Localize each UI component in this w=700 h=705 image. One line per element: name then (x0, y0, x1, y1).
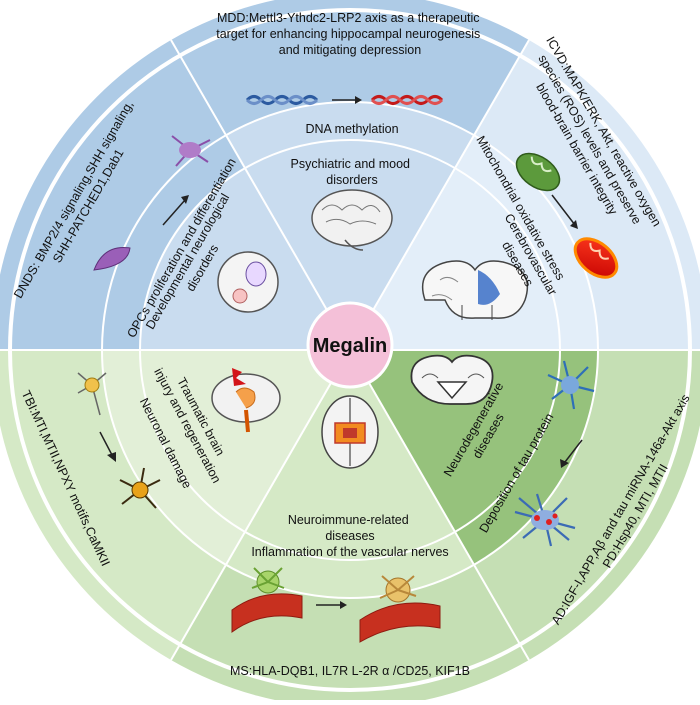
oligodendrocyte-icon (171, 135, 211, 167)
dna-methylated-helix-icon (370, 95, 444, 105)
brain-icon (311, 189, 393, 251)
inflammation-label: Inflammation of the vascular nerves (251, 545, 448, 559)
blood-vessel-icon (231, 567, 303, 633)
arrow-icon (99, 431, 116, 462)
mitochondrion-icon (515, 152, 561, 192)
outer-border (8, 8, 692, 692)
damaged-mitochondrion-icon (573, 237, 619, 279)
center-label: Megalin (313, 335, 387, 357)
brain-top-view-icon (321, 395, 379, 469)
dna-helix-icon (245, 95, 319, 105)
center-node: Megalin (306, 301, 394, 389)
arrow-icon (316, 601, 347, 609)
psychiatric-label: Psychiatric and mood disorders (291, 157, 414, 187)
inner-tbi (139, 350, 350, 532)
fetus-icon (217, 251, 279, 313)
inner-neurodeg (350, 350, 561, 532)
brain-sagittal-icon (211, 368, 281, 433)
inflamed-vessel-icon (359, 575, 441, 643)
activated-microglia-icon (514, 493, 576, 547)
dna-methylation-label: DNA methylation (305, 122, 398, 136)
opc-icon (93, 246, 131, 271)
arrow-icon (560, 439, 583, 468)
brain-section-icon (421, 260, 529, 320)
ms-text: MS:HLA-DQB1, IL7R L-2R α /CD25, KIF1B (230, 664, 470, 678)
mdd-text: MDD:Mettl3-Ythdc2-LRP2 axis as a therape… (216, 11, 484, 57)
microglia-icon (547, 360, 595, 410)
arrow-icon (551, 194, 578, 229)
neuroimmune-label: Neuroimmune-related diseases (288, 513, 412, 543)
brain-coronal-icon (410, 354, 494, 405)
damaged-neuron-icon (119, 467, 161, 509)
neuron-icon (77, 372, 107, 416)
arrow-icon (332, 96, 362, 104)
ring-lines (0, 39, 700, 661)
arrow-icon (162, 195, 189, 226)
